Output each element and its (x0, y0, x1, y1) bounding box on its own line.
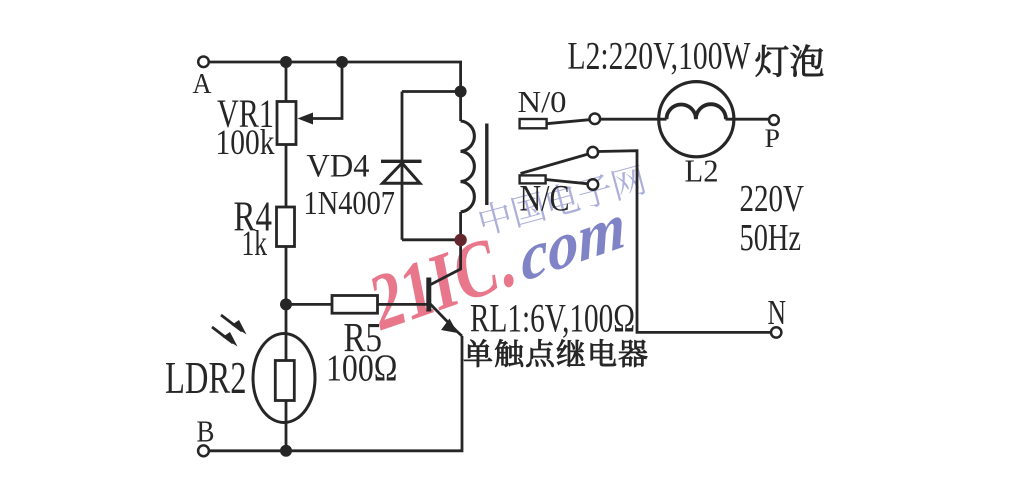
svg-text:50Hz: 50Hz (740, 217, 802, 259)
svg-text:R5: R5 (344, 314, 383, 360)
svg-text:L2: L2 (685, 153, 719, 189)
svg-text:RL1:6V,100Ω: RL1:6V,100Ω (470, 296, 635, 341)
svg-text:B: B (197, 413, 215, 448)
svg-text:R4: R4 (234, 194, 273, 241)
svg-text:100Ω: 100Ω (326, 348, 398, 390)
svg-text:P: P (765, 123, 781, 153)
svg-text:1k: 1k (242, 223, 268, 263)
svg-text:N: N (768, 293, 787, 332)
svg-text:N/0: N/0 (518, 84, 567, 119)
svg-text:L2:220V,100W: L2:220V,100W (568, 35, 751, 78)
svg-text:A: A (193, 69, 213, 100)
svg-text:N/C: N/C (520, 178, 570, 219)
svg-text:VR1: VR1 (217, 91, 274, 136)
svg-text:100k: 100k (216, 122, 275, 162)
svg-text:LDR2: LDR2 (165, 352, 247, 403)
svg-text:220V: 220V (740, 178, 805, 220)
svg-text:1N4007: 1N4007 (304, 185, 396, 222)
svg-text:VD4: VD4 (307, 149, 370, 185)
